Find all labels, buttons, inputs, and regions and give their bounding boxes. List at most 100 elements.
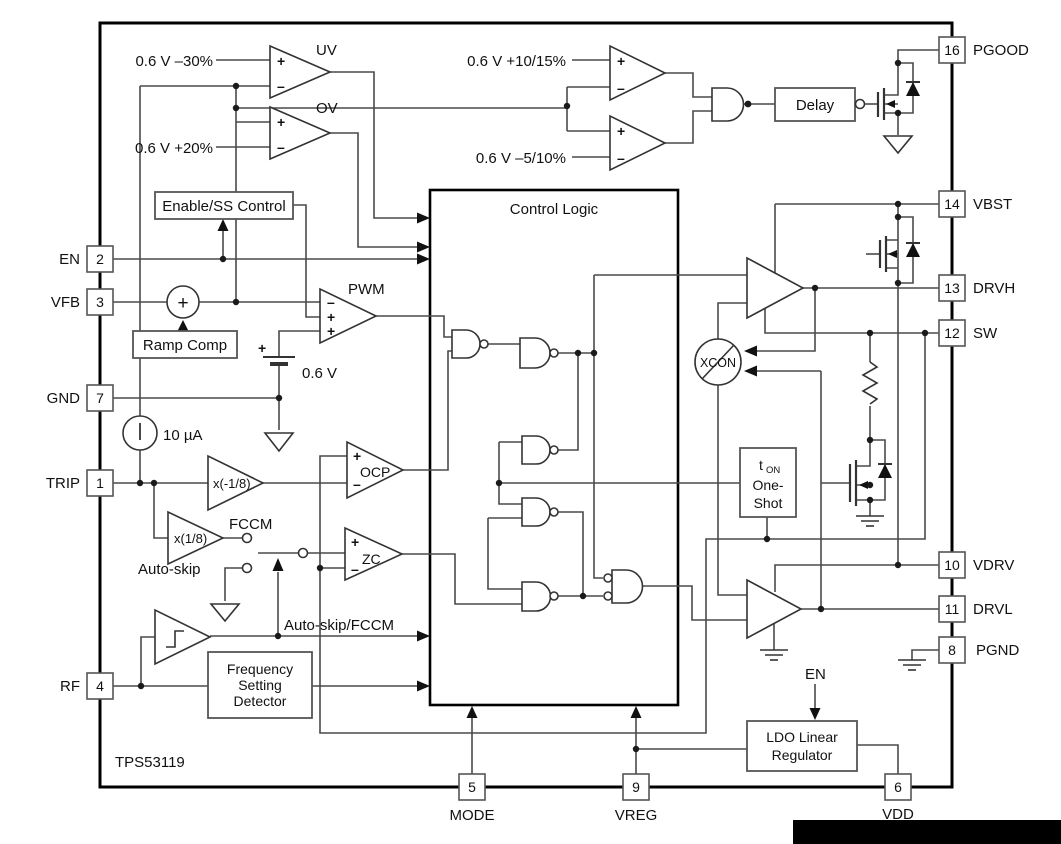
auto-skip-fccm-label: Auto-skip/FCCM (284, 617, 394, 634)
part-number: TPS53119 (115, 754, 185, 771)
eighth-label: x(1/8) (174, 531, 207, 546)
zc-comparator: + – ZC (344, 526, 404, 582)
uv-minus: – (277, 78, 285, 94)
svg-text:6: 6 (894, 779, 902, 795)
svg-text:3: 3 (96, 294, 104, 310)
discharge-mosfet (848, 460, 892, 506)
summing-node: + (166, 285, 200, 319)
svg-text:VBST: VBST (973, 196, 1012, 213)
ov-minus: – (277, 139, 285, 155)
pgood-upper-comparator: + – (609, 44, 667, 102)
svg-text:+: + (327, 309, 335, 325)
pin-8-pgnd: 8 PGND (938, 636, 1020, 664)
nand-3 (521, 435, 551, 465)
svg-text:VFB: VFB (51, 294, 80, 311)
ocp-label: OCP (360, 464, 390, 480)
pgood-and-gate (711, 87, 752, 122)
svg-text:Delay: Delay (796, 97, 835, 114)
enable-ss-box: Enable/SS Control (154, 191, 294, 220)
ldo-en-label: EN (805, 666, 826, 683)
fccm-contact (241, 532, 253, 544)
auto-skip-label: Auto-skip (138, 561, 201, 578)
mode-switch (241, 532, 309, 574)
svg-text:Enable/SS Control: Enable/SS Control (162, 198, 285, 215)
zc-label: ZC (362, 551, 381, 567)
svg-text:+: + (327, 323, 335, 339)
svg-text:VREG: VREG (615, 807, 658, 824)
vreg-pin-arrow (630, 706, 642, 718)
vref-ground-icon (263, 432, 295, 453)
xcon-label: XCON (700, 356, 736, 370)
control-logic-box (428, 188, 680, 707)
xcon-arrow-top (744, 345, 757, 357)
ocp-comparator: + – OCP (346, 440, 405, 500)
svg-text:12: 12 (944, 325, 960, 341)
svg-text:One-: One- (752, 477, 783, 493)
svg-text:Setting: Setting (238, 677, 282, 693)
driver-ground-icon (760, 649, 788, 661)
delay-box: Delay (774, 87, 866, 122)
svg-text:2: 2 (96, 251, 104, 267)
svg-text:11: 11 (945, 601, 960, 617)
enable-ss-arrow (217, 219, 229, 231)
pg-upper-threshold-label: 0.6 V +10/15% (467, 53, 566, 70)
pg-lower-threshold-label: 0.6 V –5/10% (476, 150, 566, 167)
svg-text:+: + (353, 448, 361, 464)
svg-text:–: – (353, 476, 361, 492)
ov-label: OV (316, 100, 338, 117)
nand-2 (519, 337, 551, 369)
svg-text:RF: RF (60, 678, 80, 695)
ov-threshold-label: 0.6 V +20% (135, 140, 213, 157)
pin-1-trip: 1 TRIP (46, 469, 114, 497)
svg-text:13: 13 (944, 280, 960, 296)
pin-14-vbst: 14 VBST (938, 190, 1012, 218)
output-and-gate (611, 569, 644, 604)
schmitt-trigger (154, 608, 212, 666)
svg-text:–: – (327, 294, 335, 310)
svg-text:t: t (759, 457, 763, 473)
frequency-setting-detector-box: Frequency Setting Detector (207, 651, 313, 719)
high-side-driver (746, 256, 805, 320)
svg-text:Ramp Comp: Ramp Comp (143, 337, 227, 354)
ov-plus: + (277, 114, 285, 130)
pwm-comparator: – + + PWM (319, 281, 385, 345)
svg-text:+: + (617, 123, 625, 139)
svg-text:8: 8 (948, 642, 956, 658)
svg-text:+: + (351, 534, 359, 550)
svg-text:–: – (617, 150, 625, 166)
pin-7-gnd: 7 GND (47, 384, 114, 412)
svg-text:ON: ON (766, 465, 780, 476)
nand-gates (451, 329, 644, 612)
inv-eighth-label: x(-1/8) (213, 476, 251, 491)
xcon-block: XCON (694, 338, 742, 386)
svg-text:Detector: Detector (234, 693, 287, 709)
nand-4 (521, 497, 551, 527)
pin-11-drvl: 11 DRVL (938, 595, 1013, 623)
svg-text:4: 4 (96, 678, 104, 694)
wiper-contact (297, 547, 309, 559)
mode-select-arrow (272, 558, 284, 571)
mode-pin-arrow (466, 706, 478, 718)
summing-plus: + (177, 293, 188, 314)
svg-text:16: 16 (944, 42, 960, 58)
delay-output-bubble (854, 98, 866, 110)
svg-text:TRIP: TRIP (46, 475, 80, 492)
pin-6-vdd: 6 VDD (882, 773, 914, 823)
pin-13-drvh: 13 DRVH (938, 274, 1015, 302)
ldo-en-arrow (809, 708, 821, 720)
hysteresis-icon (166, 630, 184, 648)
svg-text:–: – (617, 80, 625, 96)
discharge-ground-icon (856, 515, 884, 527)
svg-text:SW: SW (973, 325, 998, 342)
bootstrap-mosfet (878, 236, 920, 272)
svg-text:1: 1 (96, 475, 104, 491)
nand-5 (521, 581, 552, 612)
pin-16-pgood: 16 PGOOD (938, 36, 1029, 64)
control-logic-title: Control Logic (510, 201, 599, 218)
svg-text:Shot: Shot (754, 495, 783, 511)
uv-plus: + (277, 53, 285, 69)
inv-eighth-amp: x(-1/8) (207, 454, 265, 512)
ov-comparator: + – OV (269, 100, 338, 161)
